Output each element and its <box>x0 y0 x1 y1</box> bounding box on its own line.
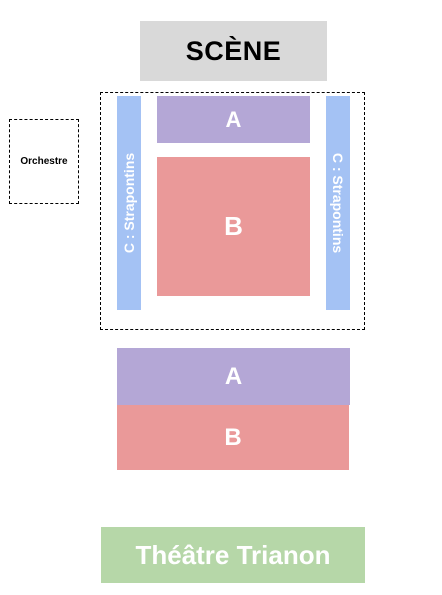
floor-section-frame <box>100 92 365 330</box>
floor-section-a-label: A <box>225 106 242 132</box>
floor-section-a[interactable]: A <box>157 96 310 143</box>
stage-label: SCÈNE <box>185 35 282 66</box>
orchestra-label: Orchestre <box>20 156 68 167</box>
section-c-right-label: C : Strapontins <box>330 152 346 254</box>
floor-section-b-label: B <box>224 211 243 241</box>
stage-block: SCÈNE <box>140 21 327 81</box>
section-c-left[interactable]: C : Strapontins <box>117 96 141 310</box>
floor-section-b[interactable]: B <box>157 157 310 296</box>
balcony-section-a-label: A <box>224 362 243 390</box>
orchestra-area[interactable]: Orchestre <box>9 119 79 204</box>
section-c-right[interactable]: C : Strapontins <box>326 96 350 310</box>
venue-name-banner: Théâtre Trianon <box>101 527 365 583</box>
section-c-left-label: C : Strapontins <box>121 152 137 254</box>
venue-name: Théâtre Trianon <box>135 539 331 570</box>
balcony-section-b-label: B <box>224 423 242 451</box>
balcony-section-a[interactable]: A <box>117 348 350 405</box>
balcony-section-b[interactable]: B <box>117 405 349 470</box>
